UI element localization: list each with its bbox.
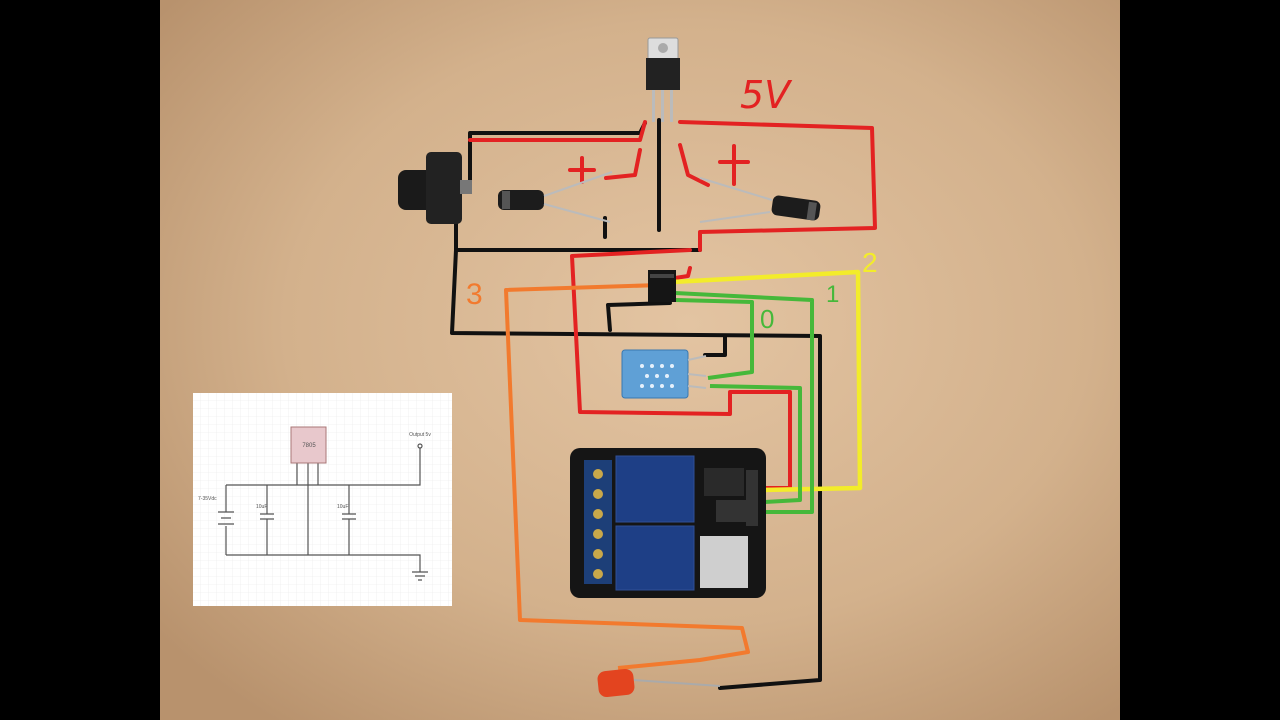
red-annotations (568, 144, 750, 186)
dc-jack-icon (398, 152, 472, 224)
capacitor-icon (699, 177, 821, 223)
sensor-icon (621, 349, 707, 399)
schematic-card: 7805 7-35Vdc 10uF 10uF Output 5v (193, 393, 452, 606)
capacitor-icon (498, 171, 613, 223)
relay-board-icon (570, 448, 766, 598)
wire-label-2: 2 (862, 247, 878, 278)
schematic-regulator-label: 7805 (302, 443, 316, 449)
schematic-cap-left-label: 10uF (256, 504, 267, 510)
wire-label-0: 0 (760, 304, 774, 334)
led-icon (597, 668, 721, 698)
schematic-cap-right-label: 10uF (337, 504, 348, 510)
schematic-input-label: 7-35Vdc (198, 496, 217, 502)
orange-wire (504, 283, 750, 670)
schematic-output-label: Output 5v (409, 432, 431, 438)
voltage-label: 5V (740, 73, 793, 117)
wire-label-3: 3 (466, 278, 483, 311)
red-wires (468, 120, 877, 490)
wire-label-1: 1 (826, 281, 839, 308)
left-letterbox (0, 0, 160, 720)
regulator-icon (646, 37, 680, 122)
sensor-chip-icon (648, 270, 676, 302)
green-wires (674, 291, 814, 514)
right-letterbox (1120, 0, 1280, 720)
